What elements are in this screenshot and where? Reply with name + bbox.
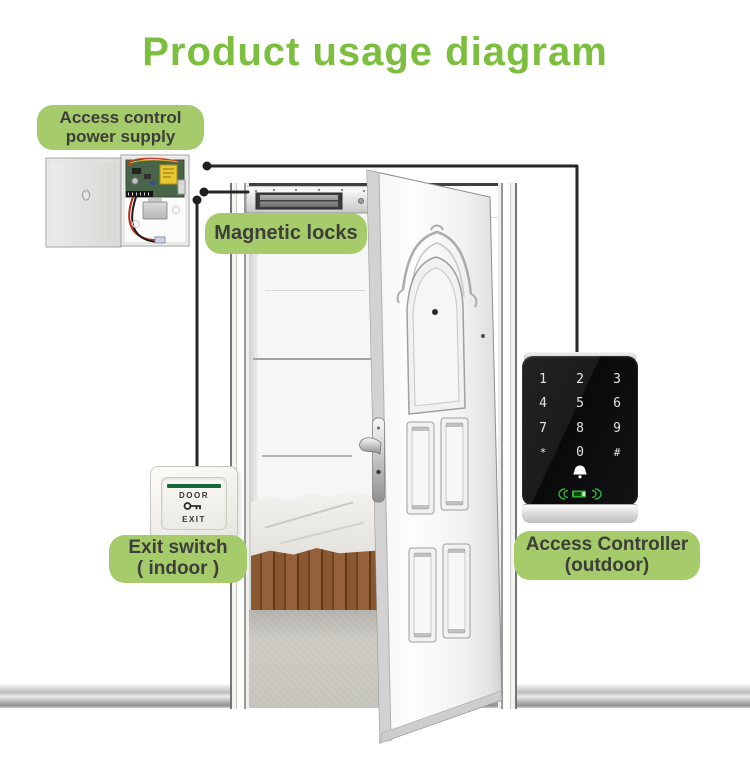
key-9: 9 — [613, 421, 621, 436]
peephole — [432, 309, 438, 315]
door-handle — [359, 417, 385, 503]
doorway-inner-shadow — [249, 214, 258, 708]
bell-icon — [573, 465, 587, 479]
exit-switch-plate: DOOR EXIT — [161, 477, 227, 530]
callout-access-controller: Access Controller (outdoor) — [514, 531, 700, 580]
key-star: * — [539, 446, 547, 459]
door-screw — [481, 334, 485, 338]
callout-power-supply-line2: power supply — [65, 126, 176, 146]
controller-glass-panel: 1 2 3 4 5 6 7 8 9 * 0 # — [522, 356, 638, 506]
callout-exit-switch-line2: ( indoor ) — [136, 558, 220, 579]
callout-exit-switch: Exit switch ( indoor ) — [109, 535, 247, 583]
key-hash: # — [613, 446, 621, 459]
power-supply-illustration — [45, 154, 190, 248]
wood-headboard — [251, 548, 377, 614]
exit-switch-device: DOOR EXIT — [150, 466, 238, 540]
psu-door-panel — [45, 157, 122, 248]
controller-base — [522, 504, 638, 523]
key-6: 6 — [613, 396, 621, 411]
interior-wall-line — [265, 290, 365, 291]
callout-access-controller-line1: Access Controller — [525, 533, 689, 555]
callout-magnetic-locks-label: Magnetic locks — [214, 221, 358, 244]
callout-exit-switch-line1: Exit switch — [128, 537, 228, 559]
door-frame-left-jamb — [230, 183, 249, 709]
wire-terminal — [154, 236, 166, 244]
door-lower-panels — [406, 417, 471, 643]
exit-switch-door-text: DOOR — [179, 491, 209, 500]
psu-circuit-board — [125, 157, 186, 198]
key-1: 1 — [539, 372, 547, 387]
transformer-tab — [148, 198, 162, 203]
interior-shelf-edge — [262, 455, 352, 457]
access-controller-device: 1 2 3 4 5 6 7 8 9 * 0 # — [522, 352, 638, 523]
page-title: Product usage diagram — [142, 30, 608, 74]
psu-transformer — [142, 201, 168, 220]
interior-shelf-line — [253, 358, 379, 360]
callout-power-supply: Access control power supply — [37, 105, 204, 150]
keyhole — [376, 469, 381, 475]
exit-switch-stripe — [167, 484, 221, 488]
exit-switch-exit-text: EXIT — [182, 515, 206, 524]
callout-access-controller-line2: (outdoor) — [564, 554, 650, 576]
callout-magnetic-locks: Magnetic locks — [205, 213, 367, 254]
key-icon — [183, 502, 201, 510]
key-7: 7 — [539, 421, 547, 436]
carpet-floor — [249, 610, 379, 708]
key-2: 2 — [576, 372, 584, 387]
warning-label — [159, 164, 178, 185]
rfid-indicator-icon — [558, 488, 602, 500]
key-4: 4 — [539, 396, 547, 411]
wire-junction-dots — [192, 161, 212, 205]
door-center-panel — [406, 256, 466, 415]
door-illustration — [359, 169, 503, 744]
door-bottom-edge — [379, 690, 503, 744]
key-8: 8 — [576, 421, 584, 436]
key-5: 5 — [576, 396, 584, 411]
key-3: 3 — [613, 372, 621, 387]
callout-power-supply-line1: Access control — [59, 108, 182, 128]
key-0: 0 — [576, 445, 584, 460]
